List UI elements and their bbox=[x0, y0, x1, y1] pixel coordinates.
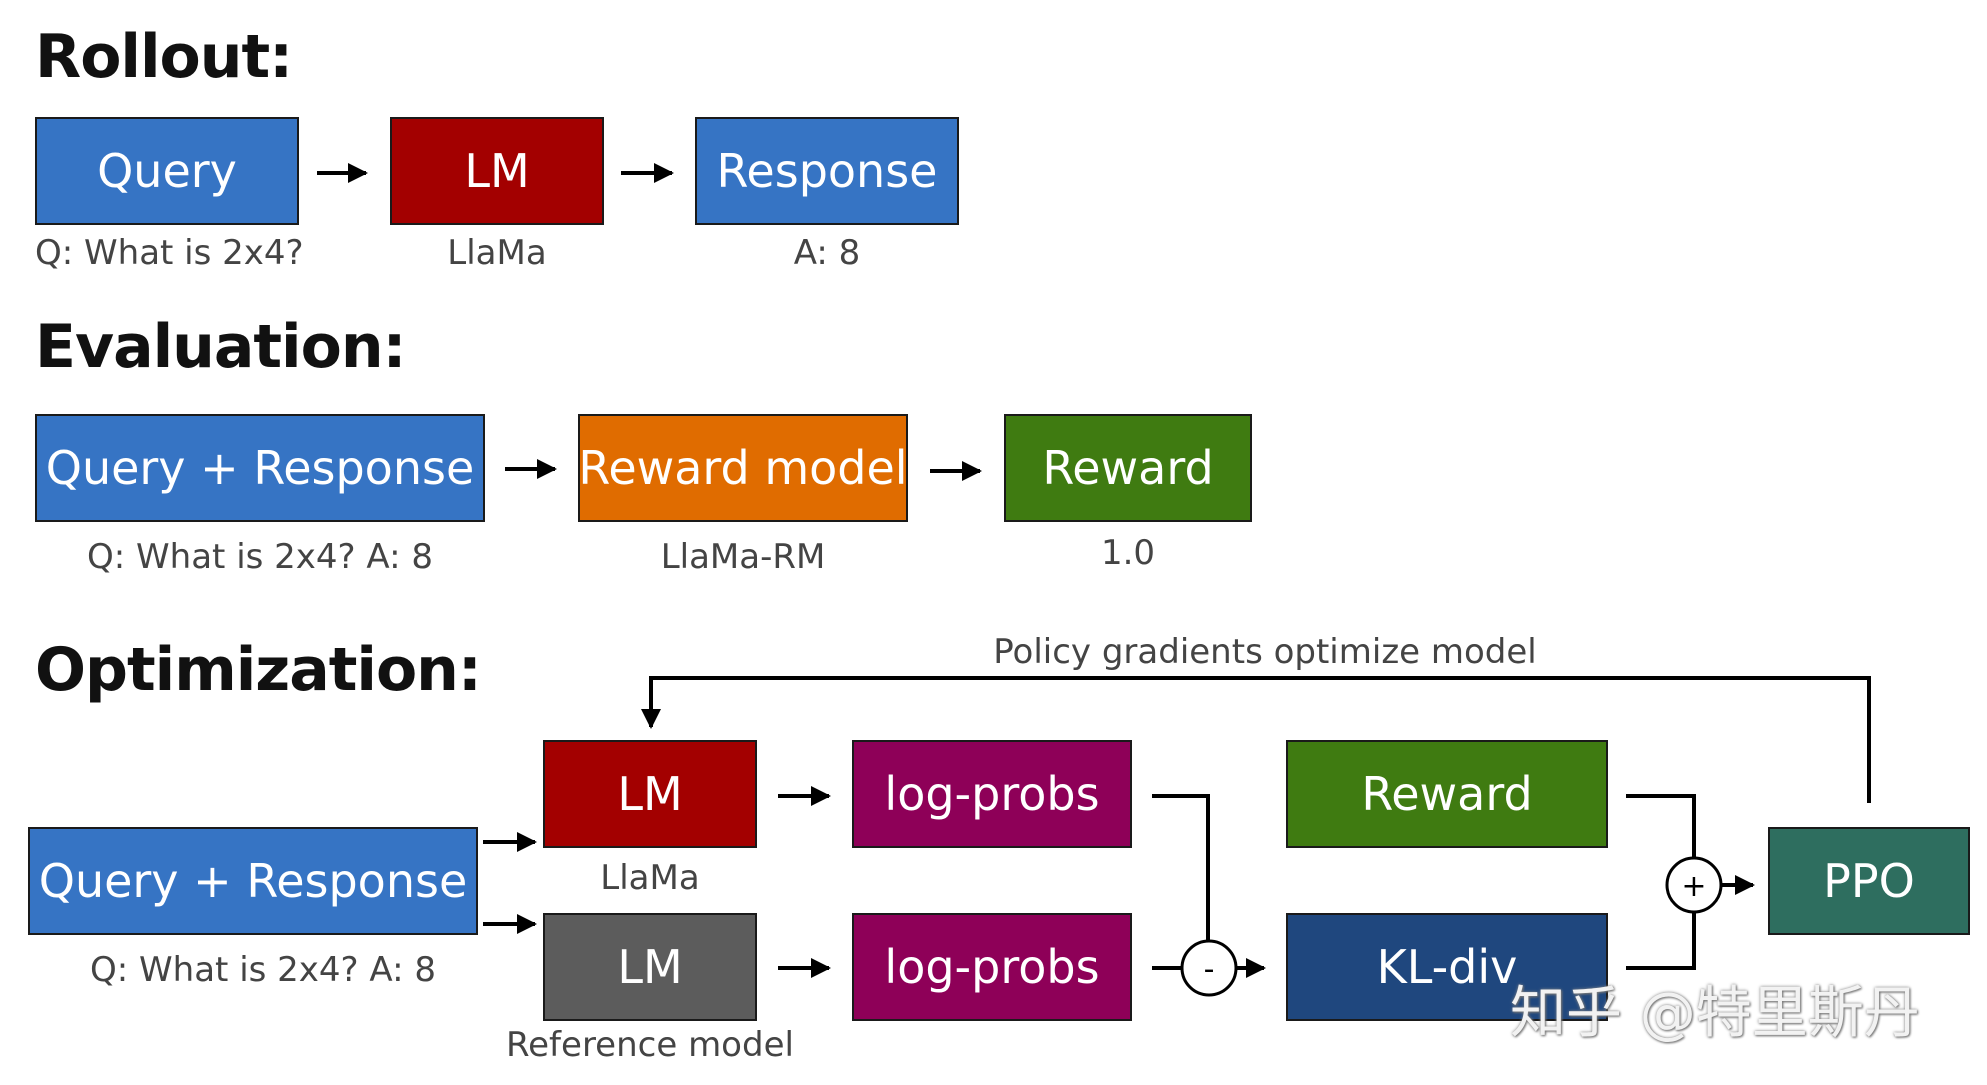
optimization-heading: Optimization: bbox=[35, 635, 482, 705]
rollout-query-label: Query bbox=[97, 144, 237, 198]
optimization-lm-caption: LlaMa bbox=[600, 858, 700, 898]
rollout-lm-label: LM bbox=[464, 144, 530, 198]
ppo-box: PPO bbox=[1768, 827, 1970, 935]
plus-symbol: + bbox=[1681, 869, 1706, 904]
logprobs-top-label: log-probs bbox=[884, 767, 1100, 821]
policy-gradient-label: Policy gradients optimize model bbox=[993, 632, 1537, 672]
logprobs-bottom-box: log-probs bbox=[852, 913, 1132, 1021]
logprobs-top-box: log-probs bbox=[852, 740, 1132, 848]
wire-reward-to-plus bbox=[1626, 794, 1696, 857]
optimization-query-response-label: Query + Response bbox=[38, 854, 468, 908]
rollout-response-box: Response bbox=[695, 117, 959, 225]
reference-lm-box: LM bbox=[543, 913, 757, 1021]
evaluation-reward-caption: 1.0 bbox=[1100, 533, 1156, 573]
watermark: 知乎 @特里斯丹 bbox=[1510, 981, 1920, 1046]
optimization-lm-box: LM bbox=[543, 740, 757, 848]
rollout-response-caption: A: 8 bbox=[793, 233, 861, 273]
evaluation-reward-label: Reward bbox=[1042, 441, 1214, 495]
evaluation-query-response-caption: Q: What is 2x4? A: 8 bbox=[87, 537, 433, 577]
optimization-lm-label: LM bbox=[617, 767, 683, 821]
kl-div-box: KL-div bbox=[1286, 913, 1608, 1021]
reference-lm-label: LM bbox=[617, 940, 683, 994]
optimization-query-response-caption: Q: What is 2x4? A: 8 bbox=[90, 950, 436, 990]
rollout-lm-box: LM bbox=[390, 117, 604, 225]
feedback-ppo-to-lm bbox=[641, 676, 1871, 803]
evaluation-reward-model-box: Reward model bbox=[578, 414, 908, 522]
rollout-response-label: Response bbox=[716, 144, 938, 198]
minus-symbol: - bbox=[1204, 952, 1215, 987]
minus-operator bbox=[1180, 939, 1238, 997]
rollout-lm-caption: LlaMa bbox=[447, 233, 547, 273]
logprobs-bottom-label: log-probs bbox=[884, 940, 1100, 994]
rollout-heading: Rollout: bbox=[35, 22, 293, 92]
wire-logprobs-top-to-minus bbox=[1152, 794, 1210, 945]
evaluation-reward-box: Reward bbox=[1004, 414, 1252, 522]
evaluation-reward-model-label: Reward model bbox=[578, 441, 908, 495]
optimization-reward-box: Reward bbox=[1286, 740, 1608, 848]
plus-operator bbox=[1665, 856, 1723, 914]
evaluation-query-response-label: Query + Response bbox=[45, 441, 475, 495]
rollout-query-caption: Q: What is 2x4? bbox=[35, 233, 304, 273]
ppo-label: PPO bbox=[1823, 854, 1915, 908]
reference-lm-caption: Reference model bbox=[506, 1025, 794, 1065]
evaluation-heading: Evaluation: bbox=[35, 312, 407, 382]
wire-kl-to-plus bbox=[1626, 913, 1696, 970]
kl-div-label: KL-div bbox=[1376, 940, 1518, 994]
optimization-reward-label: Reward bbox=[1361, 767, 1533, 821]
rollout-query-box: Query bbox=[35, 117, 299, 225]
evaluation-query-response-box: Query + Response bbox=[35, 414, 485, 522]
optimization-query-response-box: Query + Response bbox=[28, 827, 478, 935]
evaluation-reward-model-caption: LlaMa-RM bbox=[660, 537, 826, 577]
